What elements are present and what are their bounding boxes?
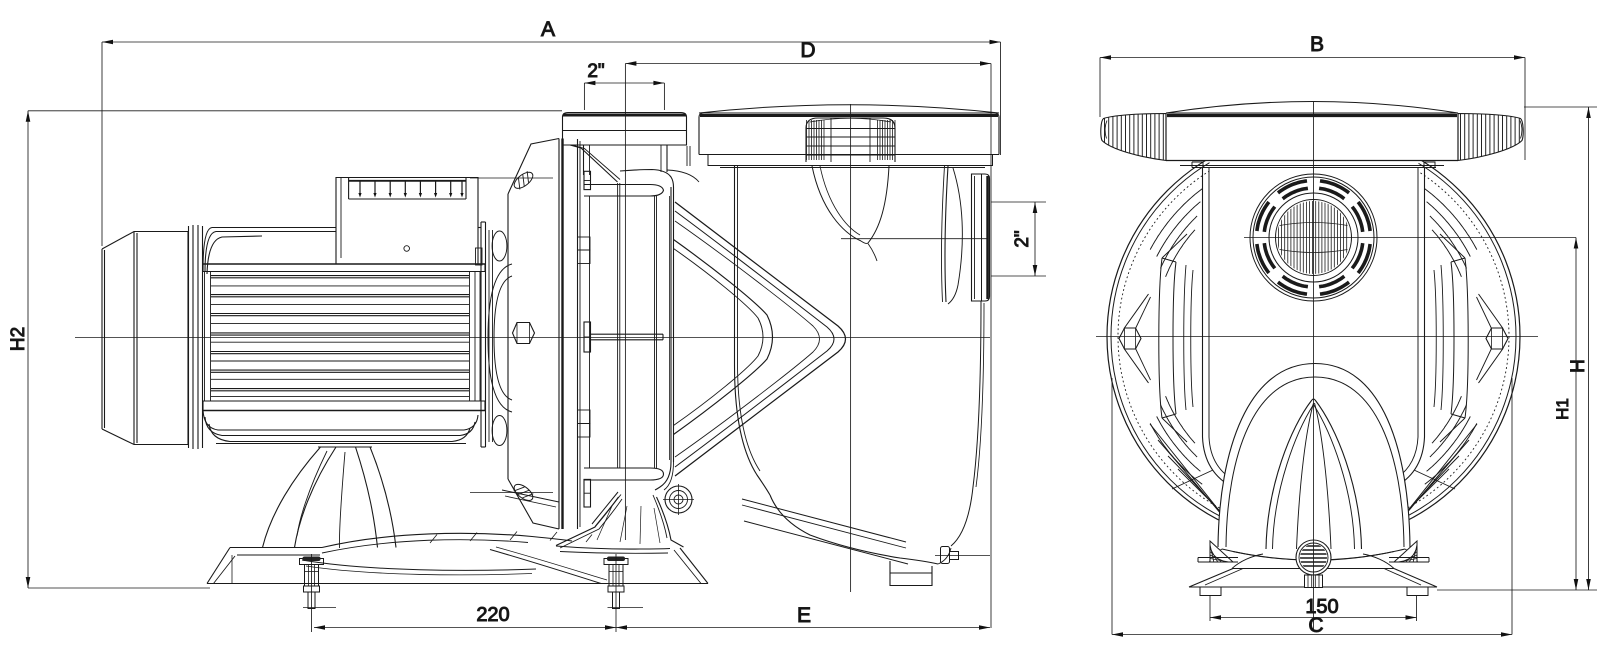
svg-text:2": 2" <box>1012 230 1033 247</box>
svg-text:B: B <box>1310 33 1324 56</box>
svg-text:H: H <box>1568 359 1589 373</box>
svg-text:150: 150 <box>1305 596 1338 618</box>
svg-text:H2: H2 <box>8 327 29 351</box>
svg-text:2": 2" <box>587 61 604 82</box>
svg-text:H1: H1 <box>1553 398 1572 420</box>
svg-text:C: C <box>1308 614 1323 637</box>
svg-text:A: A <box>541 18 555 41</box>
svg-text:220: 220 <box>476 604 509 626</box>
svg-text:E: E <box>797 604 811 627</box>
svg-text:D: D <box>800 39 815 62</box>
